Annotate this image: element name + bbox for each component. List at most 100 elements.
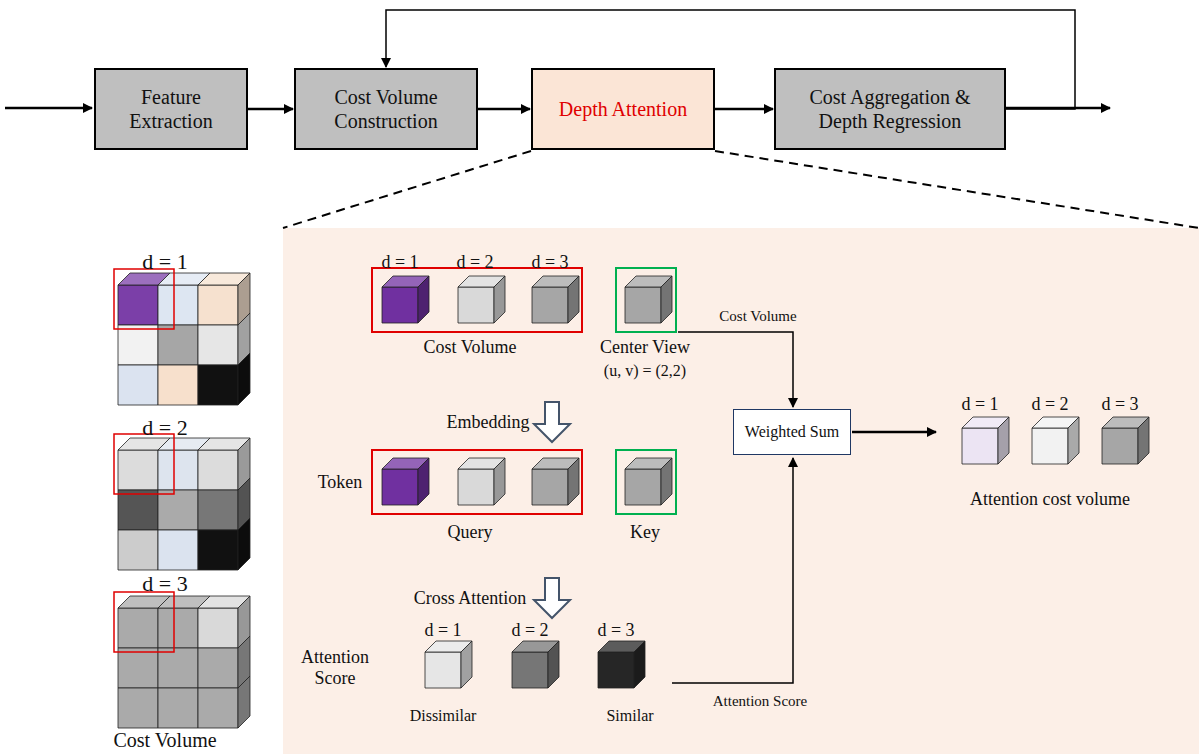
depth-index: d = 1 [142,249,187,274]
flow-line [678,332,793,407]
cube-face [198,450,238,490]
annotation: Cost Volume [113,729,216,752]
cube-face [118,530,158,570]
cube-face [1138,417,1149,464]
cube-face [118,325,158,365]
depth-index: d = 2 [1031,394,1068,415]
cube-face [568,276,579,323]
key-frame [616,268,676,332]
cube-face [458,469,494,505]
input-arrow [5,107,92,110]
cube-face [382,287,418,323]
cube-face [661,458,672,505]
node-text: Feature Extraction [106,85,236,133]
cube-face [158,325,198,365]
annotation: (u, v) = (2,2) [604,362,686,380]
cube-face [598,652,634,688]
cube-face [158,530,198,570]
process-box: Depth Attention [531,68,715,150]
annotation: Similar [606,707,653,725]
annotation: Cross Attention [414,588,527,609]
cube-face [118,365,158,405]
zoom-panel [283,228,1199,754]
depth-index: d = 2 [142,415,187,440]
node-text: Weighted Sum [745,422,839,441]
cube-face [1068,417,1079,464]
annotation: Embedding [447,412,530,433]
annotation: Center View [600,337,690,358]
cube-face [158,688,198,728]
cube-face [418,276,429,323]
cube-face [1032,428,1068,464]
query-frame [372,268,582,332]
zoom-line [715,151,1199,228]
cube-face [198,365,238,405]
cube-face [382,469,418,505]
zoom-line [283,151,531,228]
cube-face [661,276,672,323]
cube-face [118,688,158,728]
cube-face [425,652,461,688]
flow-connector [248,108,293,111]
cube-face [118,608,158,648]
cube-face [198,285,238,325]
cube-face [512,652,548,688]
flow-connector [478,108,530,111]
cube-face [118,490,158,530]
cube-face [198,490,238,530]
depth-index: d = 3 [1101,394,1138,415]
down-arrow [534,402,570,442]
node-text: Cost Aggregation & Depth Regression [786,85,994,133]
cube-face [198,648,238,688]
annotation: Attention Score [295,647,375,688]
cube-face [158,490,198,530]
process-box: Cost Aggregation & Depth Regression [774,68,1006,150]
cube-face [118,450,158,490]
node-text: Depth Attention [559,97,687,121]
cube-face [568,458,579,505]
flow-connector [715,108,773,111]
annotation: Token [318,472,363,493]
cubes [114,269,1149,728]
depth-index: d = 1 [424,620,461,641]
depth-index: d = 1 [381,252,418,273]
depth-index: d = 2 [511,620,548,641]
cube-face [998,417,1009,464]
cube-face [158,608,198,648]
cube-face [238,353,250,405]
cube-face [625,469,661,505]
selection-frame [114,592,174,652]
cube-face [625,287,661,323]
cube-face [458,287,494,323]
selection-frame [114,269,174,329]
cube-face [198,530,238,570]
annotation: Attention cost volume [970,489,1130,510]
annotation: Cost Volume [719,308,796,325]
cube-face [461,641,472,688]
annotation: Query [448,522,493,543]
selection-frame [114,434,174,494]
cube-face [1102,428,1138,464]
annotation: Attention Score [713,693,808,710]
depth-index: d = 2 [456,252,493,273]
cube-face [118,648,158,688]
cube-face [158,450,198,490]
cube-face [158,285,198,325]
annotation: Key [630,522,660,543]
cube-face [158,648,198,688]
operation-box: Weighted Sum [733,409,851,455]
cube-face [548,641,559,688]
cube-face [634,641,645,688]
process-box: Cost Volume Construction [294,68,478,150]
down-arrow [534,578,570,618]
depth-index: d = 1 [961,394,998,415]
cube-face [494,276,505,323]
cube-face [418,458,429,505]
flow-line [672,458,793,683]
cube-face [532,469,568,505]
depth-index: d = 3 [597,620,634,641]
cube-face [198,325,238,365]
cube-face [198,688,238,728]
cube-face [238,518,250,570]
cube-face [962,428,998,464]
